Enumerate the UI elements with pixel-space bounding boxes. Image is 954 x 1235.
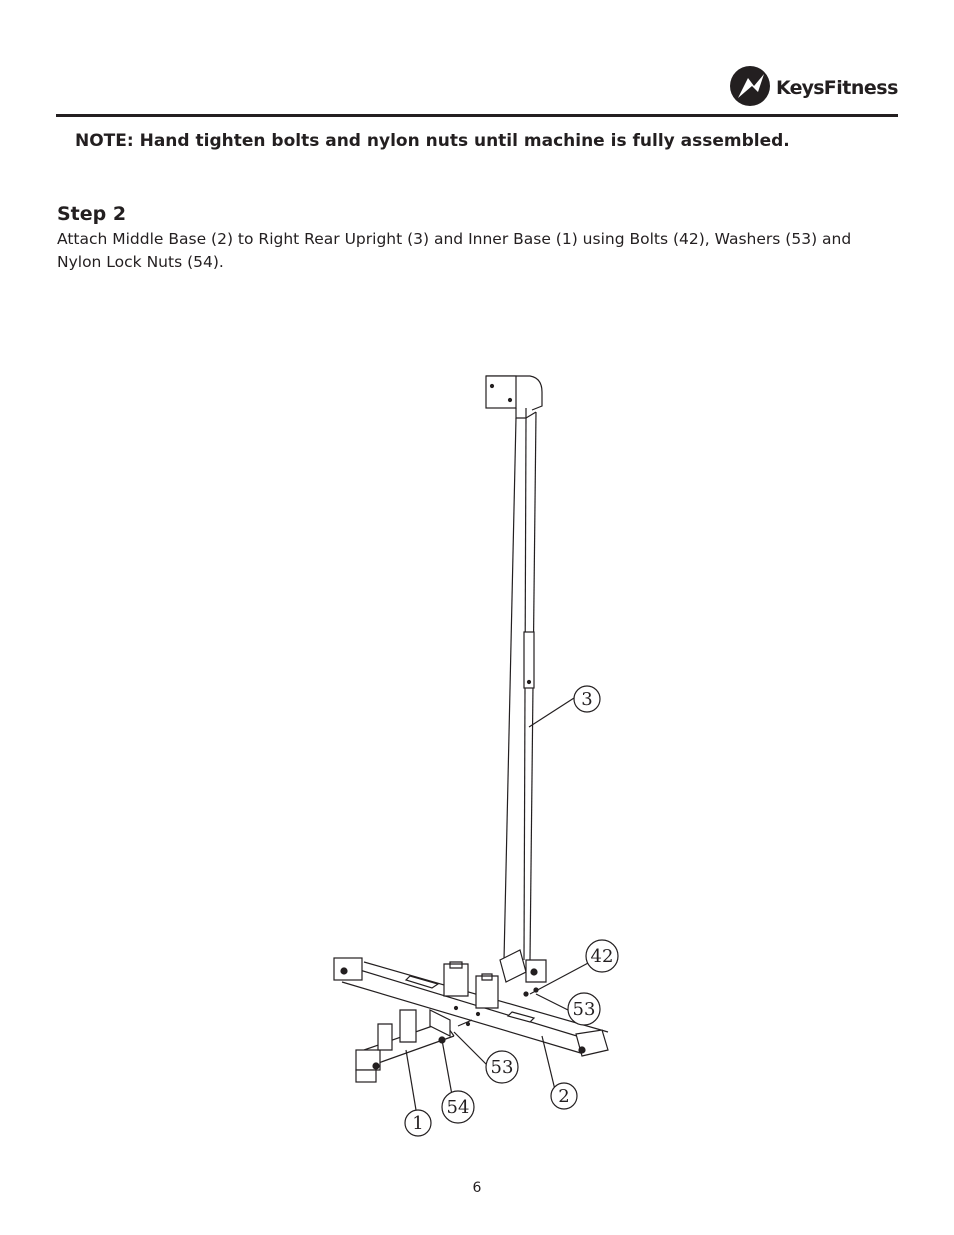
callout-1: 1 [412,1113,423,1134]
logo-wordmark: KeysFitness [776,77,898,99]
keysfitness-logo: KeysFitness [730,64,900,108]
callout-53-upper: 53 [573,999,596,1020]
right-rear-upright [485,375,543,961]
callout-3: 3 [581,689,592,710]
inner-base [355,1009,455,1083]
callout-2: 2 [558,1086,569,1107]
header-rule [56,114,898,117]
middle-base [333,949,609,1057]
assembly-note: NOTE: Hand tighten bolts and nylon nuts … [75,131,790,151]
page-number: 6 [472,1180,482,1196]
callout-circles [404,685,619,1137]
callout-53-lower: 53 [491,1057,514,1078]
keysfitness-emblem-icon [730,66,770,106]
step-title: Step 2 [57,203,127,225]
callout-54: 54 [447,1097,470,1118]
step-instructions: Attach Middle Base (2) to Right Rear Upr… [57,230,852,271]
callout-42: 42 [591,946,614,967]
assembly-diagram: 3 42 53 53 2 54 1 [333,375,619,1137]
